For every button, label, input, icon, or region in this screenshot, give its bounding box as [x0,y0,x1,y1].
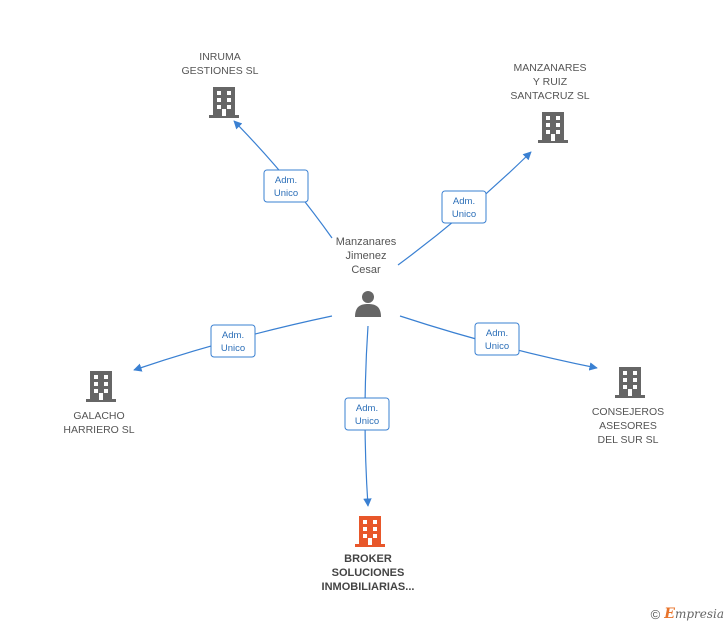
company-label-broker-line: INMOBILIARIAS... [322,581,415,593]
company-label-manzanares-ruiz[interactable]: MANZANARES Y RUIZ SANTACRUZ SL [510,62,589,102]
edge-labels: Adm.UnicoAdm.UnicoAdm.UnicoAdm.UnicoAdm.… [210,169,520,431]
brand-name: mpresia [674,607,724,621]
person-name-label-line: Manzanares [336,236,397,248]
relation-label: Adm.Unico [452,196,476,220]
company-label-consejeros[interactable]: CONSEJEROS ASESORES DEL SUR SL [592,406,664,446]
company-label-galacho-line: GALACHO [73,410,124,422]
person-name-label-line: Jimenez [346,250,387,262]
relation-label: Adm.Unico [274,175,298,199]
company-label-broker-line: SOLUCIONES [332,567,405,579]
building-icon[interactable] [615,367,645,398]
company-label-inruma[interactable]: INRUMA GESTIONES SL [181,51,258,77]
relation-badge-galacho[interactable]: Adm.Unico [210,324,256,358]
brand-logo[interactable]: Empresia [664,606,724,622]
brand-initial: E [664,606,675,622]
relation-label: Adm.Unico [355,403,379,427]
building-icon[interactable] [209,87,239,118]
building-icon[interactable] [355,516,385,547]
relation-label: Adm.Unico [221,330,245,354]
relation-badge-inruma[interactable]: Adm.Unico [263,169,309,203]
person-icon[interactable] [355,291,381,317]
company-label-inruma-line: INRUMA [199,51,240,63]
company-label-manzanares-ruiz-line: SANTACRUZ SL [510,90,589,102]
person-name-label-line: Cesar [351,264,381,276]
company-label-galacho-line: HARRIERO SL [63,424,134,436]
relation-badge-consejeros[interactable]: Adm.Unico [474,322,520,356]
relation-badge-manzanares-ruiz[interactable]: Adm.Unico [441,190,487,224]
company-label-manzanares-ruiz-line: Y RUIZ [533,76,568,88]
footer-brand: © Empresia [651,606,724,622]
relation-badge-broker[interactable]: Adm.Unico [344,397,390,431]
relation-label: Adm.Unico [485,328,509,352]
company-label-broker-line: BROKER [344,553,392,565]
company-label-consejeros-line: ASESORES [599,420,657,432]
building-icon[interactable] [538,112,568,143]
company-label-consejeros-line: CONSEJEROS [592,406,664,418]
building-icon[interactable] [86,371,116,402]
company-label-inruma-line: GESTIONES SL [181,65,258,77]
company-label-broker[interactable]: BROKER SOLUCIONES INMOBILIARIAS... [322,553,415,593]
company-label-consejeros-line: DEL SUR SL [598,434,659,446]
company-label-galacho[interactable]: GALACHO HARRIERO SL [63,410,134,436]
copyright-symbol: © [650,606,661,622]
company-label-manzanares-ruiz-line: MANZANARES [514,62,587,74]
